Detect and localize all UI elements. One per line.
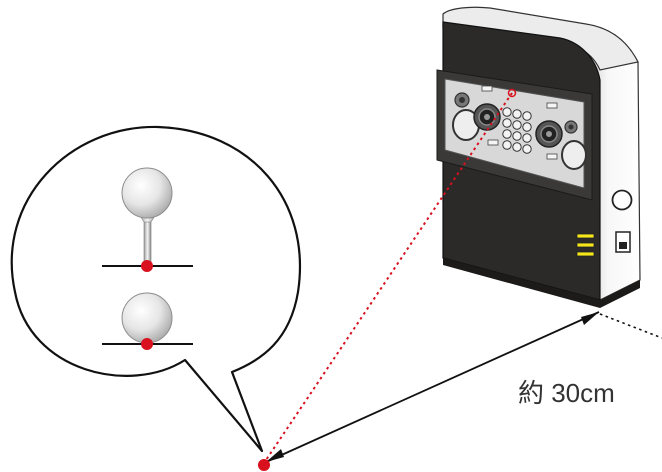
- golf-ball-on-ground-icon: [102, 292, 193, 350]
- reference-dotted-line: [599, 313, 662, 339]
- golf-ball-on-tee-icon: [102, 167, 193, 272]
- laser-point-marker: [141, 260, 153, 272]
- distance-arrow: [265, 311, 600, 463]
- callout-bubble: [10, 125, 301, 453]
- laser-target-dot: [258, 459, 270, 471]
- distance-label: 約 30cm: [518, 378, 615, 408]
- laser-point-marker: [141, 338, 153, 350]
- launch-monitor-device-icon: [436, 6, 641, 308]
- laser-beam-line: [263, 92, 513, 464]
